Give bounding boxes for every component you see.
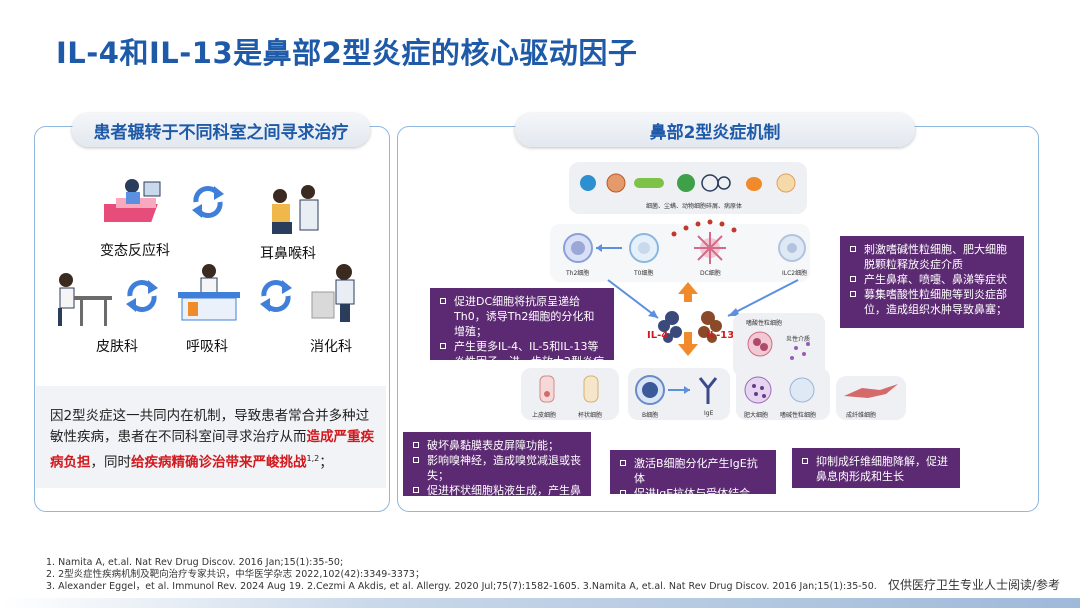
dept-gastroenterology-label: 消化科 (310, 339, 352, 355)
dept-allergy-label: 变态反应科 (100, 243, 170, 259)
down-arrow-icon (678, 332, 698, 356)
antigen-dots (671, 219, 737, 237)
refresh-cycle-icon (260, 280, 292, 312)
mast-cell-label: 肥大细胞 (744, 412, 769, 419)
refresh-cycle-icon (192, 186, 224, 218)
mast-point-2: 产生鼻痒、喷嚏、鼻涕等症状 (850, 272, 1014, 287)
goblet-cell-label: 杯状细胞 (578, 412, 603, 419)
bcell-point-1: 激活B细胞分化产生IgE抗体 (620, 456, 766, 486)
allergen-caption: 细菌、尘螨、动物细胞碎屑、病原体 (646, 203, 743, 210)
fibroblast-label: 成纤维细胞 (846, 412, 877, 419)
epithelial-goblet-illustration (539, 375, 599, 403)
page-title: IL-4和IL-13是鼻部2型炎症的核心驱动因子 (56, 36, 638, 70)
fibroblast-illustration (844, 384, 898, 398)
dermatology-department-illustration (58, 273, 112, 326)
bottom-decoration-bar (0, 598, 1080, 608)
epithelial-mechanism-box: 破坏鼻黏膜表皮屏障功能；影响嗅神经，造成嗅觉减退或丧失；促进杯状细胞粘液生成，产… (403, 432, 591, 512)
il4-label: IL-4 (647, 330, 669, 341)
refresh-cycle-icon (126, 280, 158, 312)
bcell-label: B细胞 (642, 412, 659, 419)
eosinophil-illustration (747, 331, 810, 360)
dc-point-1: 促进DC细胞将抗原呈递给Th0，诱导Th2细胞的分化和增殖； (440, 294, 604, 339)
eosinophil-label: 嗜酸性粒细胞 (746, 320, 783, 327)
info-box (36, 386, 386, 488)
ige-label: IgE (704, 410, 714, 417)
fibro-point-1: 抑制成纤维细胞降解，促进鼻息肉形成和生长 (802, 454, 950, 484)
top-cells-box (550, 224, 810, 282)
epi-point-2: 影响嗅神经，造成嗅觉减退或丧失； (413, 453, 581, 483)
ent-department-illustration (272, 185, 319, 234)
references: 1. Namita A, et.al. Nat Rev Drug Discov.… (46, 557, 877, 593)
dept-respiratory-label: 呼吸科 (186, 339, 228, 355)
right-panel-header: 鼻部2型炎症机制 (515, 113, 915, 147)
ilc2-cell-label: ILC2细胞 (782, 270, 808, 277)
top-cells-illustration (563, 232, 806, 264)
allergy-department-illustration (104, 179, 161, 222)
dept-ent-label: 耳鼻喉科 (260, 246, 316, 262)
th0-cell-label: T0细胞 (634, 270, 654, 277)
bcell-ige-illustration (635, 375, 718, 405)
cytokine-arrows (607, 279, 799, 343)
epithelial-cell-label: 上皮细胞 (532, 412, 557, 419)
epithelial-box (521, 368, 619, 420)
epi-point-3: 促进杯状细胞粘液生成，产生鼻涕 (413, 483, 581, 513)
info-text: 因2型炎症这一共同内在机制，导致患者常合并多种过敏性疾病，患者在不同科室间寻求治… (50, 408, 374, 471)
bcell-point-2: 促进IgE抗体与受体结合 (620, 486, 766, 501)
mast-mechanism-box: 刺激嗜碱性粒细胞、肥大细胞脱颗粒释放炎症介质产生鼻痒、喷嚏、鼻涕等症状募集嗜酸性… (840, 236, 1024, 328)
th2-cell-label: Th2细胞 (566, 270, 590, 277)
basophil-label: 嗜碱性粒细胞 (780, 412, 817, 419)
dept-dermatology-label: 皮肤科 (96, 339, 138, 355)
highlight-diagnosis-challenge: 给疾病精确诊治带来严峻挑战 (131, 454, 307, 471)
bcell-mechanism-box: 激活B细胞分化产生IgE抗体促进IgE抗体与受体结合 (610, 450, 776, 500)
mast-point-1: 刺激嗜碱性粒细胞、肥大细胞脱颗粒释放炎症介质 (850, 242, 1014, 272)
reference-2: 2. 2型炎症性疾病机制及靶向治疗专家共识，中华医学杂志 2022,102(42… (46, 569, 425, 580)
gastroenterology-department-illustration (311, 264, 355, 322)
dc-cell-label: DC细胞 (700, 270, 721, 277)
fibroblast-mechanism-box: 抑制成纤维细胞降解，促进鼻息肉形成和生长 (792, 448, 960, 488)
il13-label: IL-13 (706, 330, 735, 341)
epi-point-1: 破坏鼻黏膜表皮屏障功能； (413, 438, 581, 453)
mediator-label: 炎性介质 (786, 336, 811, 343)
reference-1: 1. Namita A, et.al. Nat Rev Drug Discov.… (46, 557, 344, 568)
mast-point-3: 募集嗜酸性粒细胞等到炎症部位，造成组织水肿导致鼻塞； (850, 287, 1014, 317)
left-panel-header: 患者辗转于不同科室之间寻求治疗 (72, 113, 370, 147)
dc-mechanism-box: 促进DC细胞将抗原呈递给Th0，诱导Th2细胞的分化和增殖；产生更多IL-4、I… (430, 288, 614, 383)
fibroblast-box (836, 376, 906, 420)
allergen-icons (580, 173, 796, 193)
reference-3: 3. Alexander Eggel，et al. Immunol Rev. 2… (46, 581, 877, 592)
dc-point-2: 产生更多IL-4、IL-5和IL-13等炎性因子，进一步放大2型炎症反应 (440, 339, 604, 384)
respiratory-department-illustration (178, 264, 240, 321)
highlight-disease-burden: 造成严重疾病负担 (50, 429, 374, 471)
footer-note: 仅供医疗卫生专业人士阅读/参考 (888, 578, 1061, 592)
mast-basophil-illustration (744, 376, 815, 404)
